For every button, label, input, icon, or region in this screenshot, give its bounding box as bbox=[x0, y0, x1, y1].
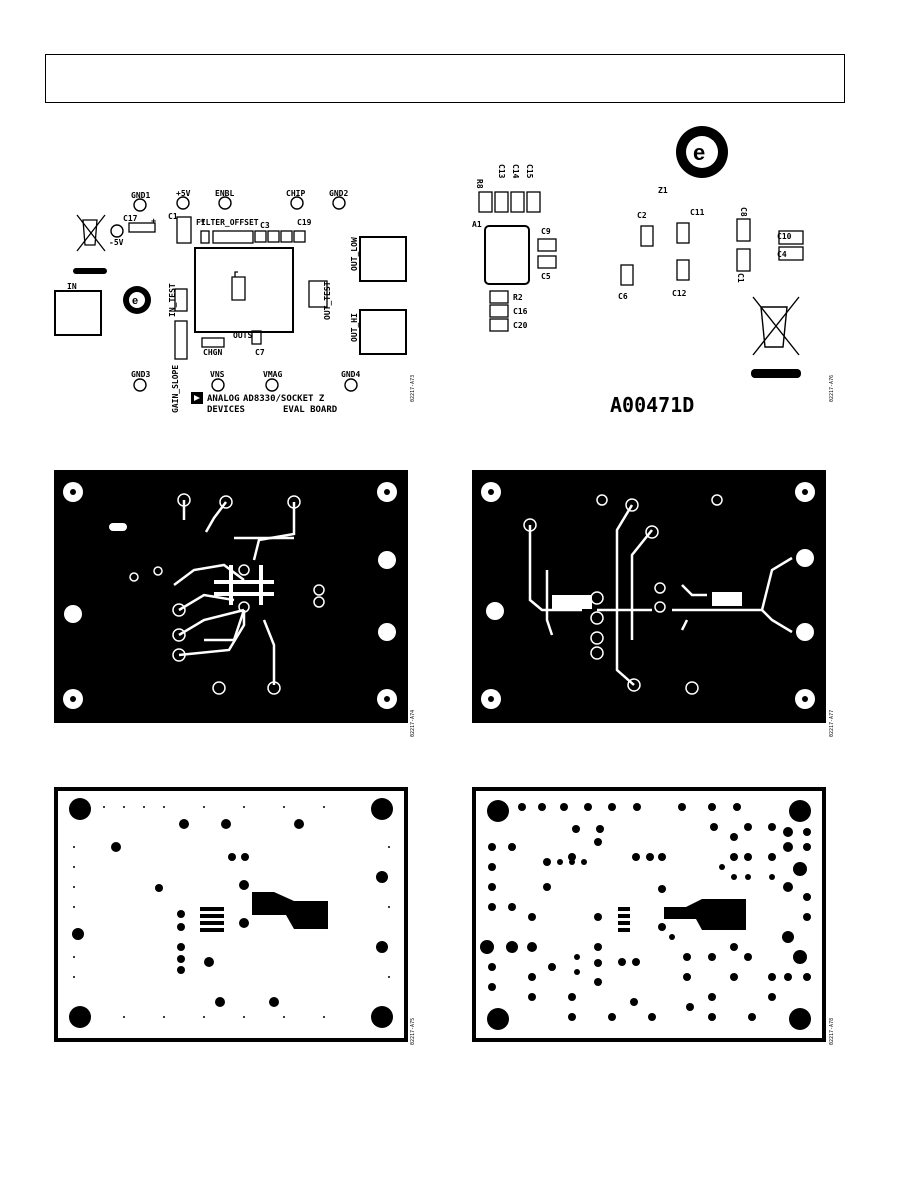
label-a1: A1 bbox=[472, 220, 482, 229]
brand-line2: DEVICES bbox=[207, 405, 245, 415]
figure-top-silkscreen: GND1 +5V ENBL CHIP GND2 C17 C1 -5V FILTE… bbox=[45, 185, 415, 430]
figure-label-a: 02217-A73 bbox=[410, 374, 416, 402]
label-r2: R2 bbox=[513, 293, 523, 302]
label-in-test: IN_TEST bbox=[168, 283, 177, 317]
board-line1: AD8330/SOCKET Z bbox=[243, 394, 325, 404]
label-c16: C16 bbox=[513, 307, 528, 316]
label-out-hi: OUT_HI bbox=[350, 313, 359, 342]
label-c4: C4 bbox=[777, 250, 787, 259]
label-c10: C10 bbox=[777, 232, 792, 241]
label-c20: C20 bbox=[513, 321, 528, 330]
label-c5: C5 bbox=[541, 272, 551, 281]
silkscreen-top-drawing: GND1 +5V ENBL CHIP GND2 C17 C1 -5V FILTE… bbox=[54, 189, 407, 415]
figure-bottom-copper bbox=[472, 470, 826, 723]
page-header-box bbox=[45, 54, 845, 103]
label-z1: Z1 bbox=[658, 186, 668, 195]
figure-bottom-silkscreen: R8 C13 C14 C15 A1 C9 C5 R2 C16 C20 Z1 C2… bbox=[465, 115, 825, 425]
label-chip: CHIP bbox=[286, 189, 305, 198]
label-vns: VNS bbox=[210, 370, 225, 379]
figure-bottom-mask bbox=[472, 787, 826, 1042]
label-outs: OUTS bbox=[233, 331, 252, 340]
label-plus5v: +5V bbox=[176, 189, 191, 198]
silkscreen-bottom-drawing: R8 C13 C14 C15 A1 C9 C5 R2 C16 C20 Z1 C2… bbox=[472, 126, 804, 417]
label-gnd4: GND4 bbox=[341, 370, 360, 379]
label-c6: C6 bbox=[618, 292, 628, 301]
label-gain-slope: GAIN_SLOPE bbox=[171, 365, 180, 413]
label-c12: C12 bbox=[672, 289, 687, 298]
figure-label-b: 02217-A76 bbox=[829, 374, 835, 402]
label-c1b: C1 bbox=[736, 273, 745, 283]
label-vmag: VMAG bbox=[263, 370, 282, 379]
label-out-low: OUT_LOW bbox=[350, 237, 359, 271]
label-chgn: CHGN bbox=[203, 348, 222, 357]
svg-text:+: + bbox=[200, 216, 205, 226]
label-c8: C8 bbox=[739, 207, 748, 217]
label-enbl: ENBL bbox=[215, 189, 234, 198]
label-c17: C17 bbox=[123, 214, 138, 223]
label-gnd2: GND2 bbox=[329, 189, 348, 198]
figure-top-copper bbox=[54, 470, 408, 723]
label-in: IN bbox=[67, 282, 77, 291]
mask-bottom-drawing bbox=[472, 787, 826, 1042]
copper-bottom-drawing bbox=[472, 470, 826, 723]
part-number: A00471D bbox=[610, 393, 694, 417]
label-c13: C13 bbox=[497, 164, 506, 179]
figure-label-d: 02217-A77 bbox=[829, 709, 835, 737]
mask-top-via-grid bbox=[73, 806, 390, 1018]
figure-label-e: 02217-A75 bbox=[410, 1017, 416, 1045]
svg-text:e: e bbox=[693, 140, 705, 165]
label-c3: C3 bbox=[260, 221, 270, 230]
label-c11: C11 bbox=[690, 208, 705, 217]
label-r8: R8 bbox=[475, 179, 484, 189]
brand-line1: ANALOG bbox=[207, 394, 240, 404]
svg-text:+: + bbox=[151, 216, 156, 226]
label-c19: C19 bbox=[297, 218, 312, 227]
label-gnd1: GND1 bbox=[131, 191, 150, 200]
label-c7: C7 bbox=[255, 348, 265, 357]
label-c2: C2 bbox=[637, 211, 647, 220]
label-filter-offset: FILTER_OFFSET bbox=[196, 218, 259, 227]
label-c9: C9 bbox=[541, 227, 551, 236]
label-minus5v: -5V bbox=[109, 238, 124, 247]
mask-top-drawing bbox=[54, 787, 408, 1042]
label-c14: C14 bbox=[511, 164, 520, 179]
svg-text:e: e bbox=[132, 295, 138, 307]
label-c15: C15 bbox=[525, 164, 534, 179]
figure-label-f: 02217-A78 bbox=[829, 1017, 835, 1045]
figure-top-mask bbox=[54, 787, 408, 1042]
copper-top-drawing bbox=[54, 470, 408, 723]
board-line2: EVAL BOARD bbox=[283, 405, 338, 415]
label-c1: C1 bbox=[168, 212, 178, 221]
label-gnd3: GND3 bbox=[131, 370, 150, 379]
figure-label-c: 02217-A74 bbox=[410, 709, 416, 737]
